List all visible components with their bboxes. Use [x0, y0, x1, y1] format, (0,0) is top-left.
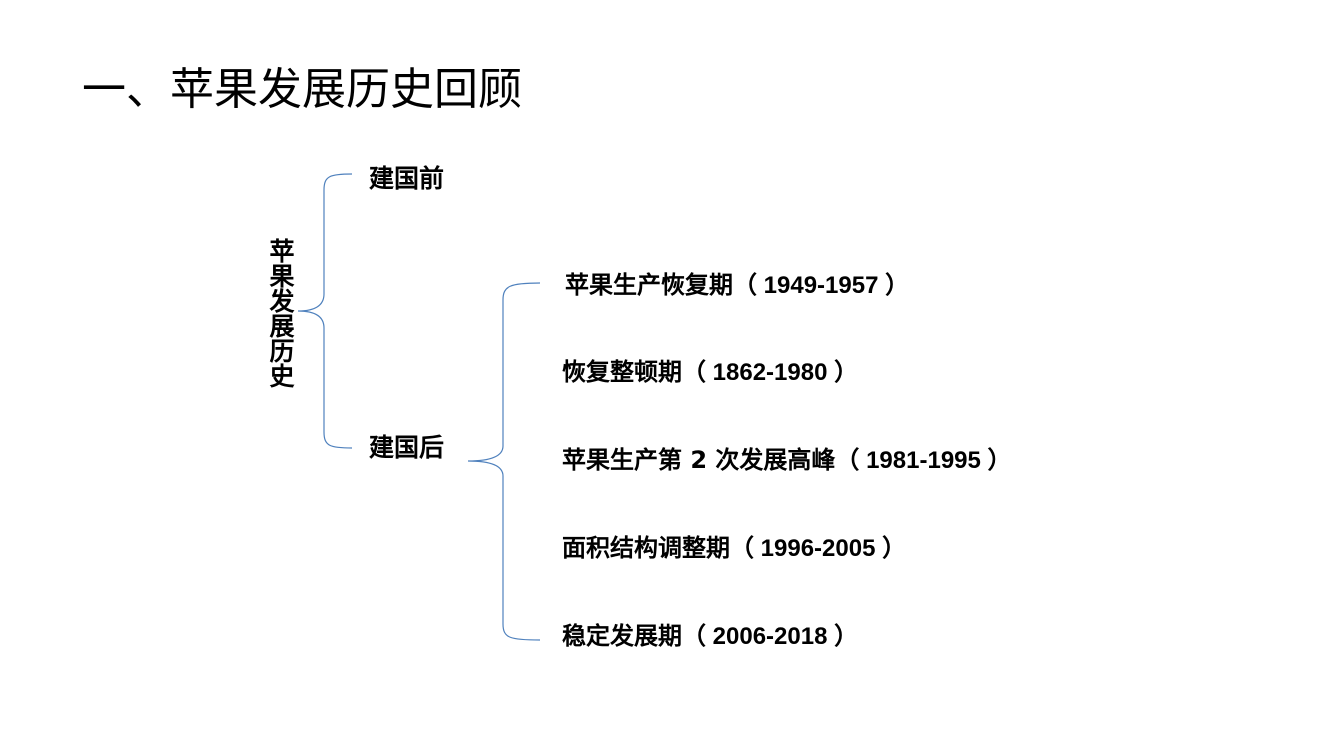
period-years: （ 2006-2018 ） — [682, 623, 859, 650]
period-name: 苹果生产恢复期 — [565, 271, 733, 299]
period-years: （ 1949-1957 ） — [733, 272, 910, 299]
period-years: （ 1981-1995 ） — [835, 447, 1012, 474]
period-item: 苹果生产恢复期（ 1949-1957 ） — [565, 270, 909, 301]
period-name: 稳定发展期 — [562, 622, 682, 650]
period-name: 面积结构调整期 — [562, 534, 730, 562]
root-node: 苹果发展历史 — [266, 238, 295, 388]
period-item: 面积结构调整期（ 1996-2005 ） — [562, 533, 906, 564]
period-years: （ 1996-2005 ） — [730, 535, 907, 562]
root-bracket — [297, 173, 353, 449]
branch-pre-1949: 建国前 — [369, 164, 445, 193]
slide-title: 一、苹果发展历史回顾 — [82, 64, 522, 115]
period-item: 稳定发展期（ 2006-2018 ） — [562, 621, 858, 652]
period-item: 苹果生产第 2 次发展高峰（ 1981-1995 ） — [562, 445, 1012, 476]
branch-post-1949: 建国后 — [369, 433, 445, 462]
period-item: 恢复整顿期（ 1862-1980 ） — [562, 357, 858, 388]
period-years: （ 1862-1980 ） — [682, 359, 859, 386]
period-name: 苹果生产第 2 次发展高峰 — [562, 446, 836, 474]
post-1949-bracket — [467, 282, 541, 641]
period-name: 恢复整顿期 — [562, 358, 682, 386]
